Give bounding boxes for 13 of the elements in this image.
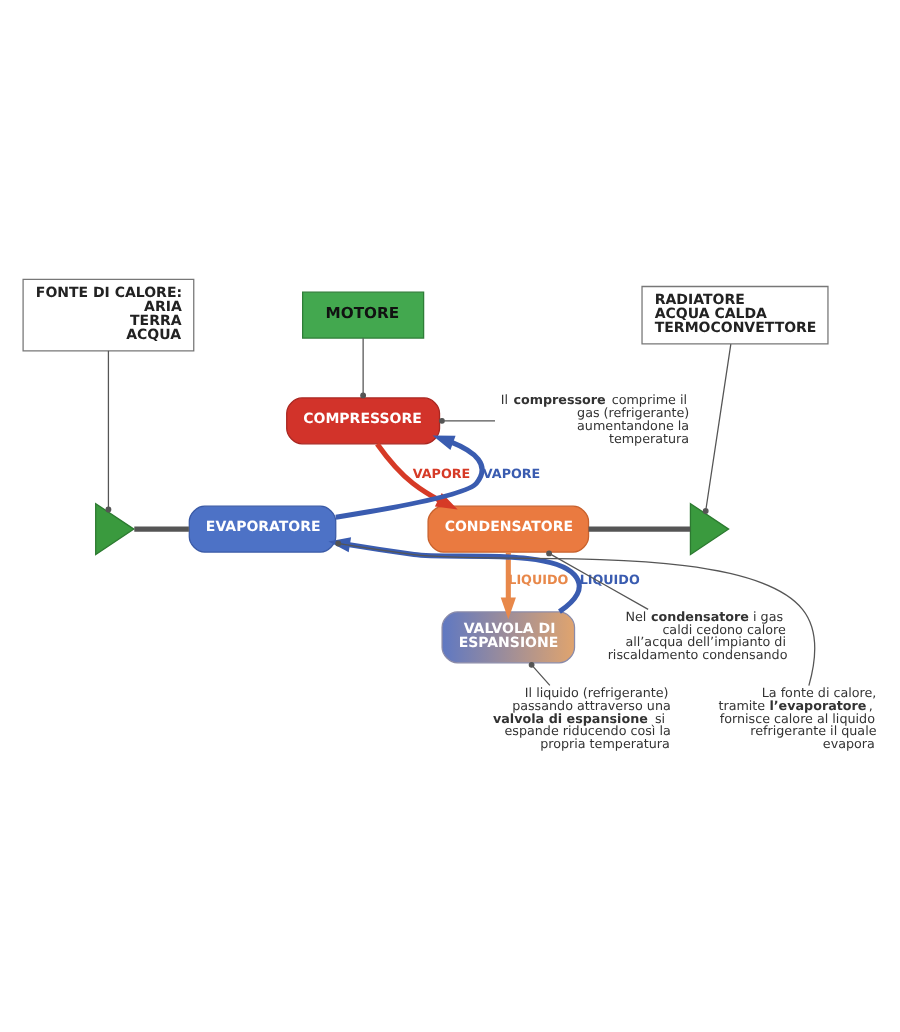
connector bbox=[438, 416, 495, 423]
arrow bbox=[499, 551, 515, 619]
connector bbox=[104, 349, 111, 512]
arrow bbox=[374, 441, 457, 509]
connector bbox=[133, 525, 188, 531]
connector bbox=[359, 336, 366, 398]
connector bbox=[334, 539, 815, 686]
connector bbox=[701, 342, 731, 513]
connector bbox=[587, 525, 690, 531]
connector bbox=[527, 660, 550, 685]
connector bbox=[545, 549, 648, 609]
node-triangle bbox=[688, 501, 729, 555]
arrow bbox=[334, 434, 484, 519]
